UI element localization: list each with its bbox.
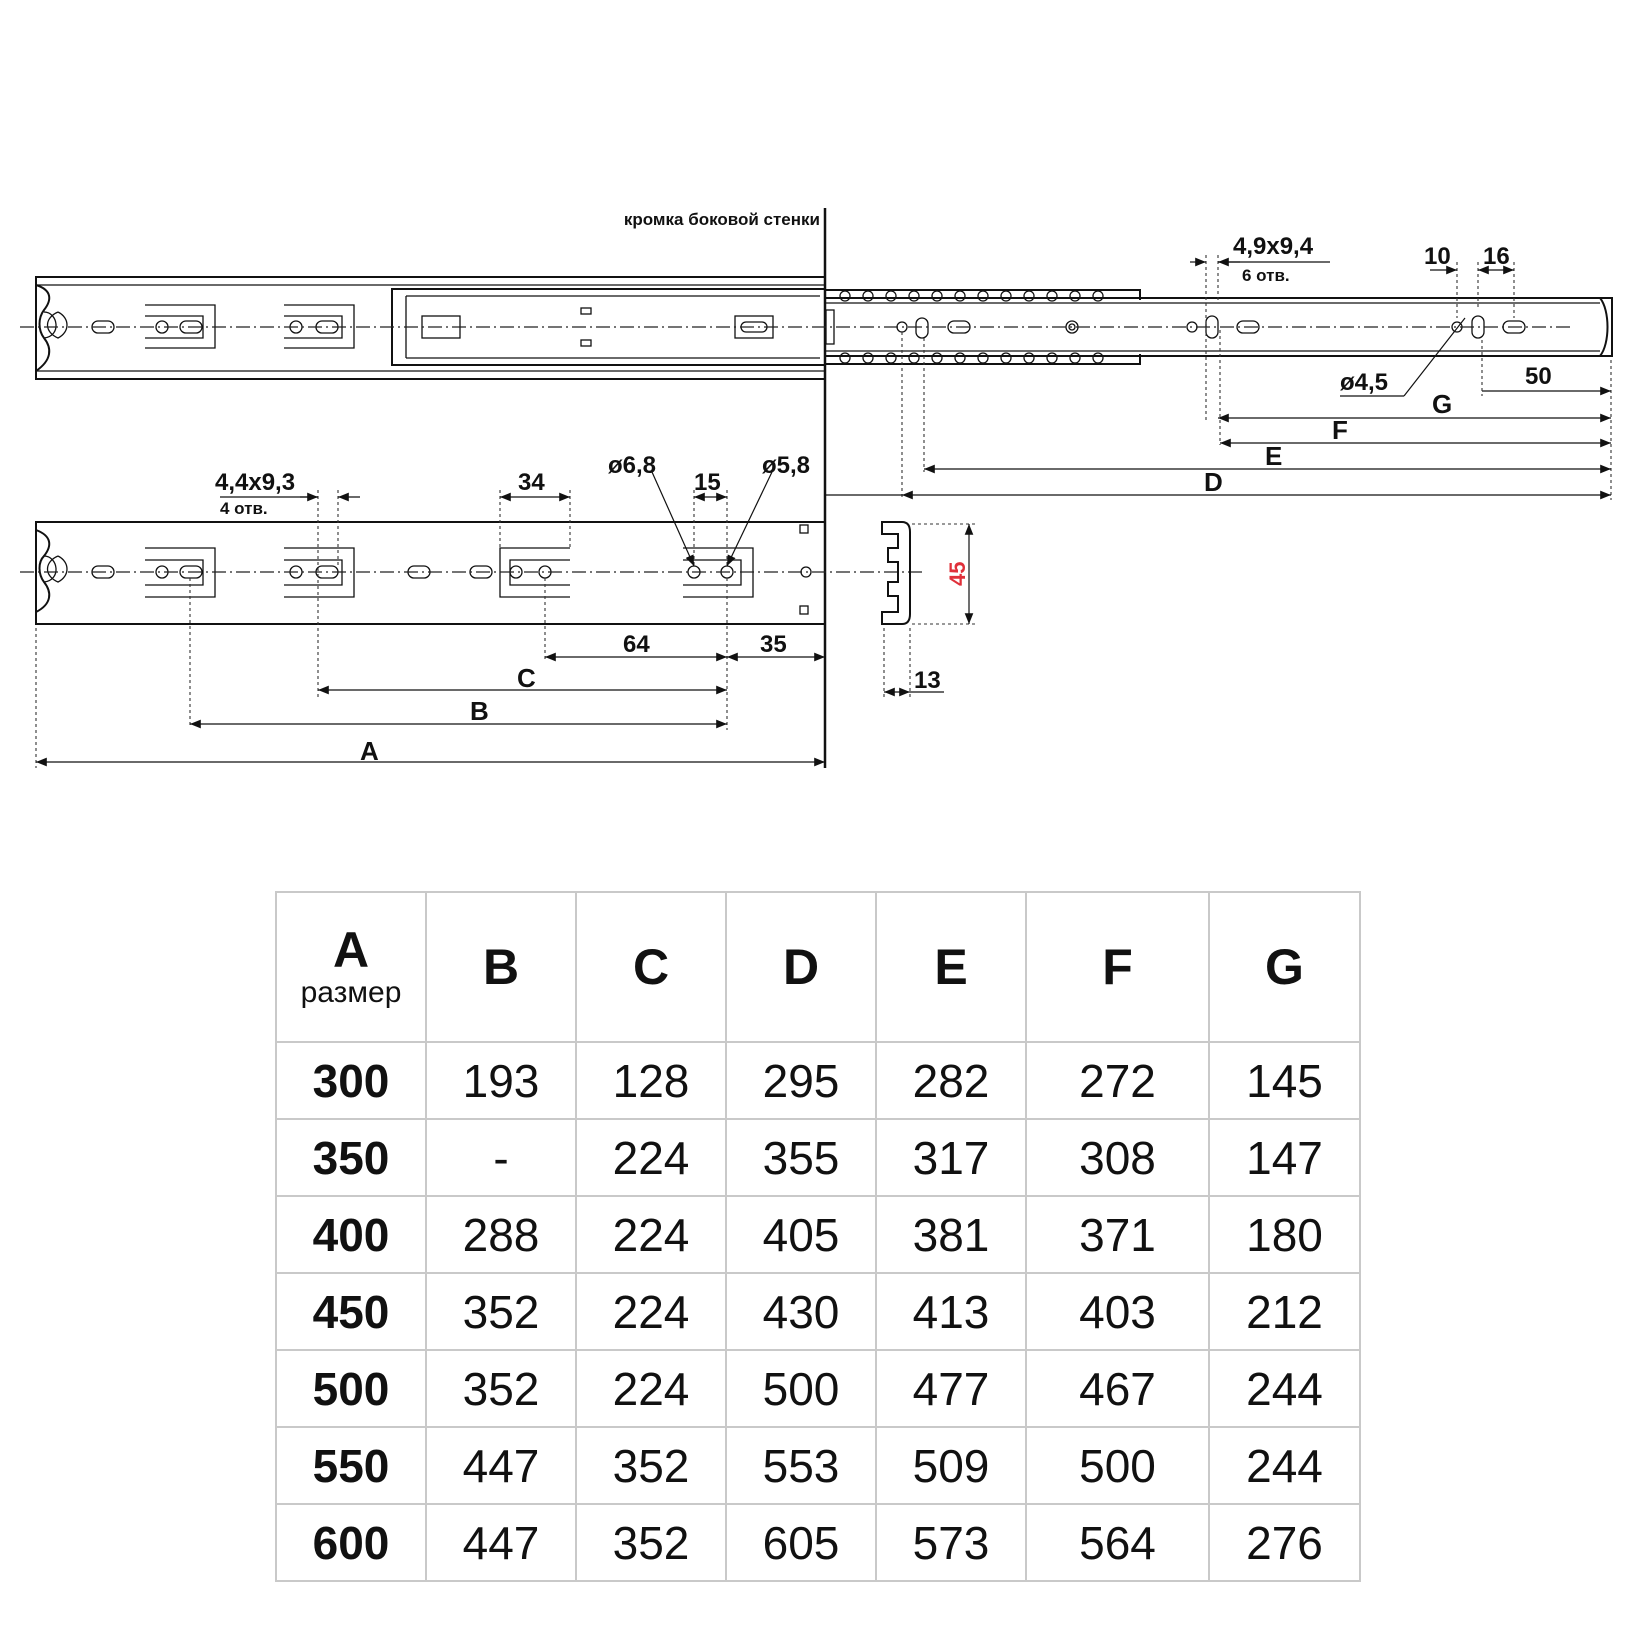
profile-height-label: 45 bbox=[945, 562, 970, 586]
cell-d: 500 bbox=[725, 1349, 877, 1428]
cell-d: 295 bbox=[725, 1041, 877, 1120]
header-c: C bbox=[575, 891, 727, 1043]
cell-b: 447 bbox=[425, 1503, 577, 1582]
cell-g: 212 bbox=[1208, 1272, 1361, 1351]
table-row: 350 - 224 355 317 308 147 bbox=[275, 1118, 1361, 1197]
header-e: E bbox=[875, 891, 1027, 1043]
top-slot-size: 4,9x9,4 bbox=[1233, 233, 1314, 260]
cell-b: 193 bbox=[425, 1041, 577, 1120]
table-row: 500 352 224 500 477 467 244 bbox=[275, 1349, 1361, 1428]
dim-34-label: 34 bbox=[518, 469, 545, 496]
cell-e: 317 bbox=[875, 1118, 1027, 1197]
header-b: B bbox=[425, 891, 577, 1043]
cell-g: 244 bbox=[1208, 1426, 1361, 1505]
hole-6-8-label: ø6,8 bbox=[608, 452, 656, 479]
cell-f: 500 bbox=[1025, 1426, 1210, 1505]
profile-width-label: 13 bbox=[914, 667, 941, 694]
bottom-slot-size: 4,4x9,3 bbox=[215, 469, 295, 496]
dim-35-label: 35 bbox=[760, 631, 787, 658]
cell-d: 605 bbox=[725, 1503, 877, 1582]
cell-b: 352 bbox=[425, 1349, 577, 1428]
cell-g: 180 bbox=[1208, 1195, 1361, 1274]
cell-b: - bbox=[425, 1118, 577, 1197]
slide-extended-view: 4,9x9,4 6 отв. 10 16 ø4,5 50 G F E D bbox=[20, 233, 1613, 500]
table-row: 450 352 224 430 413 403 212 bbox=[275, 1272, 1361, 1351]
cell-d: 405 bbox=[725, 1195, 877, 1274]
dim-e-label: E bbox=[1265, 441, 1282, 471]
table-row: 300 193 128 295 282 272 145 bbox=[275, 1041, 1361, 1120]
technical-drawing: кромка боковой стенки bbox=[20, 208, 1613, 768]
cell-g: 145 bbox=[1208, 1041, 1361, 1120]
cell-e: 282 bbox=[875, 1041, 1027, 1120]
top-slot-count: 6 отв. bbox=[1242, 266, 1290, 285]
table-row: 550 447 352 553 509 500 244 bbox=[275, 1426, 1361, 1505]
cell-c: 224 bbox=[575, 1349, 727, 1428]
cell-c: 224 bbox=[575, 1118, 727, 1197]
dim-16-label: 16 bbox=[1483, 243, 1510, 270]
cell-size: 600 bbox=[275, 1503, 427, 1582]
cell-b: 288 bbox=[425, 1195, 577, 1274]
cell-size: 450 bbox=[275, 1272, 427, 1351]
cell-size: 300 bbox=[275, 1041, 427, 1120]
dim-50-label: 50 bbox=[1525, 363, 1552, 390]
header-f: F bbox=[1025, 891, 1210, 1043]
cell-d: 355 bbox=[725, 1118, 877, 1197]
side-wall-edge-caption: кромка боковой стенки bbox=[624, 210, 820, 229]
cell-e: 573 bbox=[875, 1503, 1027, 1582]
cell-e: 477 bbox=[875, 1349, 1027, 1428]
table-row: 600 447 352 605 573 564 276 bbox=[275, 1503, 1361, 1582]
cell-c: 224 bbox=[575, 1195, 727, 1274]
bottom-slot-count: 4 отв. bbox=[220, 499, 268, 518]
cell-d: 430 bbox=[725, 1272, 877, 1351]
dim-d-label: D bbox=[1204, 467, 1223, 497]
ball-bearings-bottom bbox=[839, 352, 1104, 364]
cell-size: 500 bbox=[275, 1349, 427, 1428]
cell-f: 371 bbox=[1025, 1195, 1210, 1274]
ball-bearings-top bbox=[839, 290, 1104, 302]
cell-f: 403 bbox=[1025, 1272, 1210, 1351]
cell-f: 564 bbox=[1025, 1503, 1210, 1582]
dim-g-label: G bbox=[1432, 389, 1452, 419]
slide-closed-view: 4,4x9,3 4 отв. 34 15 ø6,8 ø5,8 64 35 C B… bbox=[20, 452, 925, 768]
cell-f: 308 bbox=[1025, 1118, 1210, 1197]
dim-b-label: B bbox=[470, 696, 489, 726]
hole-4-5-label: ø4,5 bbox=[1340, 369, 1388, 396]
cell-e: 381 bbox=[875, 1195, 1027, 1274]
cell-c: 352 bbox=[575, 1426, 727, 1505]
side-wall-edge: кромка боковой стенки bbox=[624, 208, 827, 768]
cell-c: 224 bbox=[575, 1272, 727, 1351]
cell-b: 447 bbox=[425, 1426, 577, 1505]
dim-f-label: F bbox=[1332, 415, 1348, 445]
dim-10-label: 10 bbox=[1424, 243, 1451, 270]
dim-a-label: A bbox=[360, 736, 379, 766]
profile-section: 45 13 bbox=[881, 521, 975, 700]
header-g: G bbox=[1208, 891, 1361, 1043]
cell-c: 128 bbox=[575, 1041, 727, 1120]
hole-5-8-label: ø5,8 bbox=[762, 452, 810, 479]
cell-c: 352 bbox=[575, 1503, 727, 1582]
cell-b: 352 bbox=[425, 1272, 577, 1351]
cell-e: 509 bbox=[875, 1426, 1027, 1505]
cell-e: 413 bbox=[875, 1272, 1027, 1351]
dim-15-label: 15 bbox=[694, 469, 721, 496]
cell-g: 276 bbox=[1208, 1503, 1361, 1582]
cell-g: 147 bbox=[1208, 1118, 1361, 1197]
cell-d: 553 bbox=[725, 1426, 877, 1505]
table-row: 400 288 224 405 381 371 180 bbox=[275, 1195, 1361, 1274]
cell-f: 272 bbox=[1025, 1041, 1210, 1120]
cell-f: 467 bbox=[1025, 1349, 1210, 1428]
cell-size: 550 bbox=[275, 1426, 427, 1505]
header-d: D bbox=[725, 891, 877, 1043]
dim-c-label: C bbox=[517, 663, 536, 693]
dim-64-label: 64 bbox=[623, 631, 650, 658]
cell-size: 350 bbox=[275, 1118, 427, 1197]
cell-g: 244 bbox=[1208, 1349, 1361, 1428]
cell-size: 400 bbox=[275, 1195, 427, 1274]
